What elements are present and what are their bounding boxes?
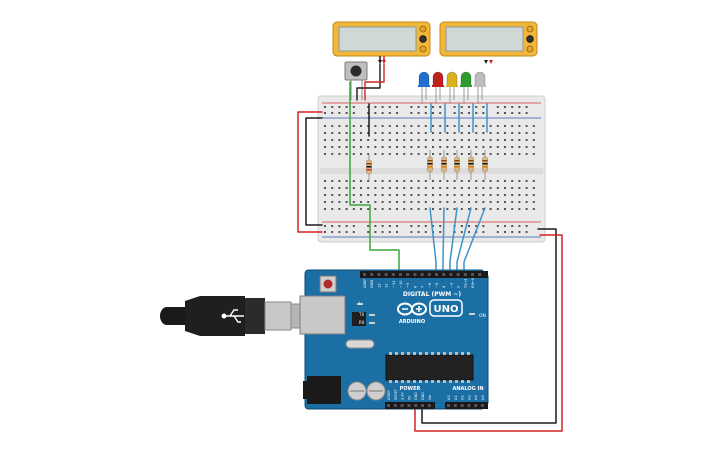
digital-pin-label: 4 [442, 285, 446, 288]
l-label: L [359, 301, 362, 306]
power-pin-label: 5V [407, 395, 411, 400]
digital-pin-label: 7 [421, 286, 425, 288]
digital-pin-label: ~3 [449, 283, 453, 288]
digital-pin-label: 13 [377, 283, 381, 288]
led-white[interactable] [474, 71, 486, 104]
digital-pin-label: ~9 [406, 282, 410, 288]
power-pin-label: IOREF [387, 390, 391, 400]
digital-pin-label: ~11 [392, 280, 396, 288]
digital-pin-label: TX→1 [464, 278, 468, 289]
analog-pin-label: A1 [454, 395, 458, 400]
analog-pin-label: A2 [461, 395, 465, 400]
resistor-2[interactable] [441, 150, 447, 180]
digital-pin-label: ~6 [428, 282, 432, 288]
power-label: POWER [400, 386, 421, 392]
multimeter-right[interactable] [439, 21, 538, 64]
rx-label: RX [359, 320, 365, 325]
analog-pin-label: A3 [467, 395, 471, 400]
power-pin-label: GND [421, 392, 425, 400]
arduino-logo-icon [397, 302, 427, 316]
digital-pin-label: RX←0 [471, 277, 475, 288]
power-pin-label: RESET [394, 388, 398, 400]
multimeter-left[interactable] [332, 21, 431, 64]
tx-label: TX [358, 312, 364, 317]
power-jack [307, 376, 341, 404]
wire-mm-black [356, 63, 381, 101]
resistor-button[interactable] [366, 155, 372, 180]
wire-red-right [414, 234, 563, 432]
wire-green [349, 81, 400, 273]
analog-label: ANALOG IN [452, 386, 483, 392]
multimeter-right-screen [445, 26, 524, 52]
digital-label: DIGITAL (PWM ~) [403, 291, 461, 298]
resistor-3[interactable] [454, 150, 460, 180]
power-pin-label: 3.3V [401, 392, 405, 400]
arduino-uno-board[interactable]: DIGITAL (PWM ~) ARDUINO UNO ON TX RX L P… [299, 269, 489, 410]
atmega-chip [385, 354, 474, 381]
usb-icon [221, 309, 244, 323]
wire-black-right [421, 228, 557, 424]
wires [297, 63, 563, 432]
led-resistors [427, 150, 488, 180]
digital-pin-label: GND [370, 280, 374, 288]
wire-mm-red [364, 63, 385, 101]
digital-header[interactable] [360, 271, 488, 278]
led-red[interactable] [432, 71, 444, 104]
resistor-4[interactable] [468, 150, 474, 180]
digital-pin-label: AREF [363, 279, 367, 288]
wires-blue [429, 103, 488, 273]
digital-pin-label: 8 [413, 285, 417, 288]
push-button[interactable] [344, 61, 368, 100]
power-pin-label: GND [414, 392, 418, 400]
analog-pin-label: A0 [447, 395, 451, 400]
power-pin-label: Vin [428, 395, 432, 400]
wire-red-left [297, 111, 323, 233]
multimeter-left-screen [338, 26, 417, 52]
breadboard-holes [324, 106, 535, 233]
digital-pin-label: 2 [457, 286, 461, 288]
wire-black-left [305, 117, 323, 226]
resistor-1[interactable] [427, 150, 433, 180]
analog-pin-label: A5 [481, 395, 485, 400]
digital-pin-label: ~10 [399, 280, 403, 288]
resistor-5[interactable] [482, 150, 488, 180]
usb-cable [160, 296, 314, 336]
on-label: ON [479, 313, 486, 319]
led-yellow[interactable] [446, 71, 458, 104]
led-blue[interactable] [418, 71, 430, 104]
leds [418, 71, 486, 104]
analog-pin-label: A4 [474, 395, 478, 400]
analog-header[interactable] [445, 402, 488, 409]
arduino-brand: ARDUINO [399, 319, 425, 325]
uno-label: UNO [434, 304, 459, 315]
led-green[interactable] [460, 71, 472, 104]
digital-pin-label: ~5 [435, 283, 439, 288]
digital-pin-label: 12 [385, 283, 389, 288]
usb-jack [299, 295, 346, 335]
